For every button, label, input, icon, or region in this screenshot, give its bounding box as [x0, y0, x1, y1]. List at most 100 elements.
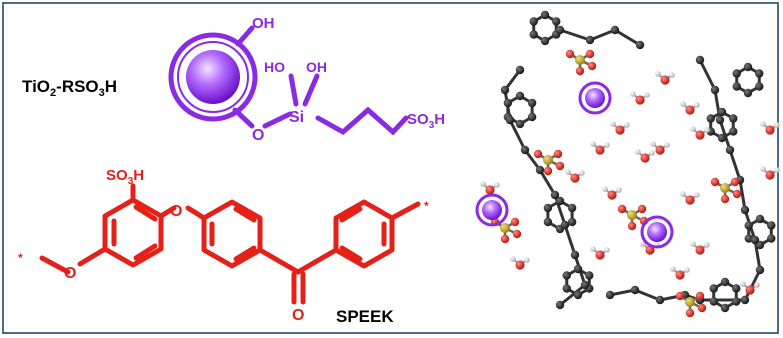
- carbon-atom: [715, 115, 725, 125]
- hydroxyl-si-right-label: OH: [306, 59, 327, 75]
- carbon-atom: [755, 265, 765, 275]
- carbon-atom: [729, 127, 738, 136]
- carbonyl-oxygen-label: O: [292, 307, 304, 324]
- oxygen-atom: [515, 260, 525, 270]
- hydrogen-atom: [760, 166, 766, 172]
- oxygen-atom: [570, 173, 580, 183]
- carbon-atom: [573, 264, 583, 274]
- oxygen-atom: [685, 195, 695, 205]
- carbon-atom: [555, 196, 565, 206]
- carbon-atom: [562, 284, 571, 293]
- oxygen-atom: [595, 145, 605, 155]
- hydrogen-atom: [684, 267, 690, 273]
- hydrogen-atom: [704, 242, 710, 248]
- hydrogen-atom: [664, 142, 670, 148]
- hydrogen-atom: [694, 102, 700, 108]
- ether-oxygen-label: O: [170, 203, 182, 220]
- tio2-particle-ring: [640, 215, 674, 249]
- silicon-label: Si: [289, 109, 304, 126]
- hydrogen-atom: [690, 241, 696, 247]
- sulfur-atom: [500, 223, 510, 233]
- carbon-atom: [767, 234, 776, 243]
- hydrogen-atom: [650, 141, 656, 147]
- oxygen-atom: [553, 149, 563, 159]
- carbon-atom: [560, 220, 570, 230]
- carbon-atom: [732, 69, 741, 78]
- oxygen-atom: [655, 145, 665, 155]
- speek-structure: SO3H O O O * * SPEEK: [18, 167, 429, 326]
- oxygen-atom: [660, 75, 670, 85]
- oxygen-atom: [685, 308, 695, 318]
- hydrogen-atom: [579, 170, 585, 176]
- oxygen-atom: [710, 177, 720, 187]
- hydroxyl-top-label: OH: [252, 15, 275, 32]
- oxygen-atom: [510, 217, 520, 227]
- oxygen-atom: [695, 245, 705, 255]
- sulfonic-ring-label: SO3H: [106, 167, 144, 187]
- hydrogen-atom: [565, 169, 571, 175]
- carbon-atom: [720, 277, 730, 287]
- carbon-atom: [755, 69, 764, 78]
- carbon-atom: [515, 119, 525, 129]
- carbon-atom: [732, 284, 741, 293]
- hydrogen-atom: [649, 150, 655, 156]
- hydrogen-atom: [602, 186, 608, 192]
- hydrogen-atom: [644, 92, 650, 98]
- carbon-atom: [543, 217, 553, 227]
- carbon-atom: [610, 25, 620, 35]
- carbon-atom: [543, 203, 553, 213]
- oxygen-atom: [575, 66, 585, 76]
- oxygen-link-label: O: [252, 127, 264, 144]
- oxygen-atom: [695, 291, 705, 301]
- oxygen-atom: [697, 303, 707, 313]
- carbon-atom: [505, 115, 515, 125]
- sulfur-atom: [685, 297, 695, 307]
- sulfonic-chain-label: SO3H: [407, 111, 445, 131]
- carbon-atom: [740, 295, 750, 305]
- carbon-atom: [635, 40, 645, 50]
- oxygen-atom: [565, 49, 575, 59]
- oxygen-atom: [637, 204, 647, 214]
- carbon-atom: [535, 165, 545, 175]
- oxygen-atom: [555, 161, 565, 171]
- tio2-rso3h-structure: TiO2-RSO3H OH O HO OH Si SO3H: [22, 15, 445, 144]
- oxygen-atom: [485, 185, 495, 195]
- hydrogen-atom: [610, 121, 616, 127]
- oxygen-atom: [500, 234, 510, 244]
- carbon-atom: [750, 235, 760, 245]
- hydrogen-atom: [635, 149, 641, 155]
- speek-label: SPEEK: [336, 307, 394, 326]
- carbon-atom: [755, 214, 765, 224]
- carbon-atom: [743, 62, 753, 72]
- oxygen-atom: [640, 153, 650, 163]
- oxygen-atom: [615, 125, 625, 135]
- oxygen-atom: [675, 291, 685, 301]
- oxygen-atom: [720, 194, 730, 204]
- carbon-atom: [709, 284, 718, 293]
- tio2-particle-core: [585, 88, 605, 108]
- hydrogen-atom: [760, 121, 766, 127]
- oxygen-atom: [745, 285, 755, 295]
- carbon-atom: [709, 297, 718, 306]
- carbon-atom: [740, 205, 750, 215]
- carbon-atom: [527, 112, 537, 122]
- oxygen-atom: [595, 250, 605, 260]
- carbon-atom: [725, 145, 735, 155]
- chain-end-right-star: *: [424, 199, 429, 213]
- hydrogen-atom: [690, 126, 696, 132]
- hydrogen-atom: [680, 191, 686, 197]
- hydroxyl-si-left-label: HO: [264, 59, 285, 75]
- carbon-atom: [710, 85, 720, 95]
- sulfur-atom: [543, 155, 553, 165]
- carbon-atom: [527, 98, 537, 108]
- hydrogen-atom: [630, 91, 636, 97]
- hydrogen-atom: [680, 101, 686, 107]
- oxygen-atom: [617, 204, 627, 214]
- carbon-atom: [567, 203, 577, 213]
- tio2-particle-core: [647, 222, 667, 242]
- oxygen-atom: [607, 190, 617, 200]
- carbon-atom: [520, 145, 530, 155]
- terminal-oxygen-label: O: [64, 265, 76, 282]
- oxygen-atom: [585, 49, 595, 59]
